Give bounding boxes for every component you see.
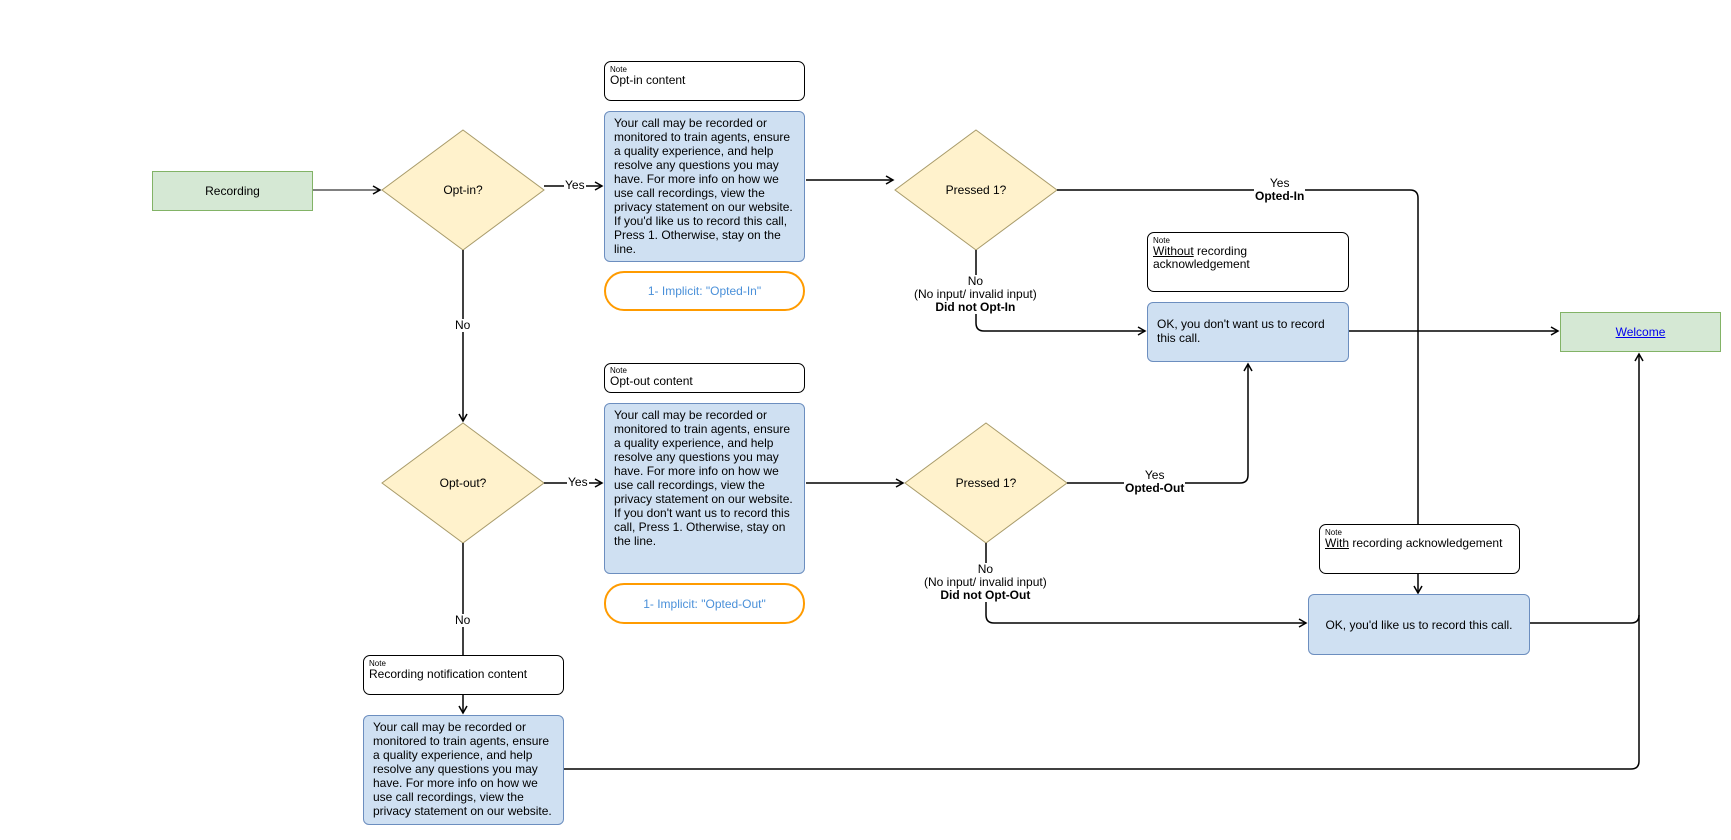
note-opt-in: Note Opt-in content — [604, 61, 805, 101]
label-optin-yes: Yes — [564, 178, 586, 192]
label-opted-out: Opted-Out — [1125, 481, 1185, 495]
recording-node[interactable]: Recording — [152, 171, 313, 211]
label-no-input: (No input/ invalid input) — [914, 287, 1037, 301]
note-text: Opt-in content — [610, 73, 686, 87]
label-optout-yes: Yes — [567, 475, 589, 489]
welcome-link[interactable]: Welcome — [1615, 325, 1666, 339]
note-label: Note — [610, 366, 627, 375]
note-label: Note — [1153, 236, 1170, 245]
note-text: Opt-out content — [610, 374, 693, 388]
pressed1-bottom-question: Pressed 1? — [955, 476, 1017, 490]
notification-message[interactable]: Your call may be recorded or monitored t… — [363, 715, 564, 825]
label-yes: Yes — [1269, 176, 1290, 190]
record-message[interactable]: OK, you'd like us to record this call. — [1308, 594, 1530, 655]
opt-in-question: Opt-in? — [443, 183, 483, 197]
edge-pressed-bottom-no — [985, 543, 1308, 628]
label-yes: Yes — [1144, 468, 1165, 482]
label-optin-no: No — [454, 318, 472, 332]
pressed1-top-question: Pressed 1? — [945, 183, 1007, 197]
note-recording-notification: Note Recording notification content — [363, 655, 564, 695]
label-pressed-top-no: No (No input/ invalid input) Did not Opt… — [913, 275, 1038, 314]
label-did-not-opt-in: Did not Opt-In — [935, 300, 1016, 314]
label-no: No — [977, 562, 994, 576]
opt-out-message[interactable]: Your call may be recorded or monitored t… — [604, 403, 805, 574]
note-with-ack: Note With recording acknowledgement — [1319, 524, 1520, 574]
label-optout-no: No — [454, 613, 472, 627]
label-opted-in: Opted-In — [1255, 189, 1305, 203]
note-text: recording acknowledgement — [1349, 536, 1503, 550]
recording-label: Recording — [205, 184, 260, 198]
opt-out-question: Opt-out? — [439, 476, 487, 490]
implicit-opted-in[interactable]: 1- Implicit: "Opted-In" — [604, 271, 805, 311]
note-label: Note — [1325, 528, 1342, 537]
welcome-node[interactable]: Welcome — [1560, 312, 1721, 352]
note-with-word: With — [1325, 536, 1349, 550]
edge-pressed-bottom-yes — [1067, 362, 1253, 484]
note-text: Recording notification content — [369, 667, 528, 681]
note-label: Note — [369, 659, 386, 668]
label-pressed-bottom-no: No (No input/ invalid input) Did not Opt… — [923, 563, 1048, 602]
edge-notification-welcome — [564, 615, 1640, 770]
edge-pressed-top-no — [975, 250, 1147, 336]
edge-pressed-top-yes — [1057, 189, 1423, 595]
label-no-input: (No input/ invalid input) — [924, 575, 1047, 589]
implicit-opted-out[interactable]: 1- Implicit: "Opted-Out" — [604, 583, 805, 624]
label-did-not-opt-out: Did not Opt-Out — [940, 588, 1031, 602]
label-no: No — [967, 274, 984, 288]
dont-record-message[interactable]: OK, you don't want us to record this cal… — [1147, 302, 1349, 362]
note-opt-out: Note Opt-out content — [604, 363, 805, 393]
note-without-word: Without — [1153, 244, 1194, 258]
note-text: recording acknowledgement — [1153, 244, 1250, 271]
opt-in-message[interactable]: Your call may be recorded or monitored t… — [604, 111, 805, 262]
label-pressed-top-yes: Yes Opted-In — [1254, 176, 1306, 203]
note-label: Note — [610, 65, 627, 74]
label-pressed-bottom-yes: Yes Opted-Out — [1124, 468, 1186, 495]
edge-record-welcome — [1530, 352, 1644, 624]
note-without-ack: Note Without recording acknowledgement — [1147, 232, 1349, 292]
